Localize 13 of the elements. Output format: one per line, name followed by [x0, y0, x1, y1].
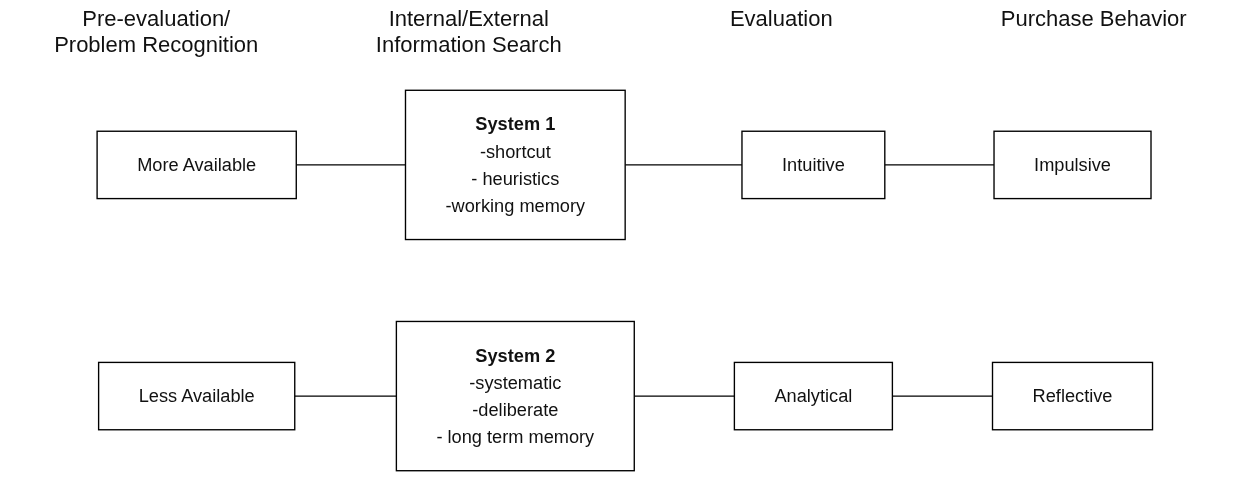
- node-box: More Available: [96, 130, 298, 199]
- column-heading: Internal/External Information Search: [374, 6, 563, 58]
- node-box: Analytical: [733, 361, 894, 430]
- node-box: Intuitive: [741, 130, 886, 199]
- column-heading: Pre-evaluation/ Problem Recognition: [53, 6, 260, 58]
- node-box: System 2 -systematic -deliberate - long term memory: [395, 320, 636, 471]
- node-box: Less Available: [98, 361, 296, 430]
- node-box: Reflective: [992, 361, 1154, 430]
- column-heading: Evaluation: [728, 6, 834, 32]
- node-box: Impulsive: [993, 130, 1152, 199]
- column-heading: Purchase Behavior: [999, 6, 1188, 32]
- connector: [884, 163, 995, 166]
- node-box: System 1 -shortcut - heuristics -working memory: [405, 89, 627, 240]
